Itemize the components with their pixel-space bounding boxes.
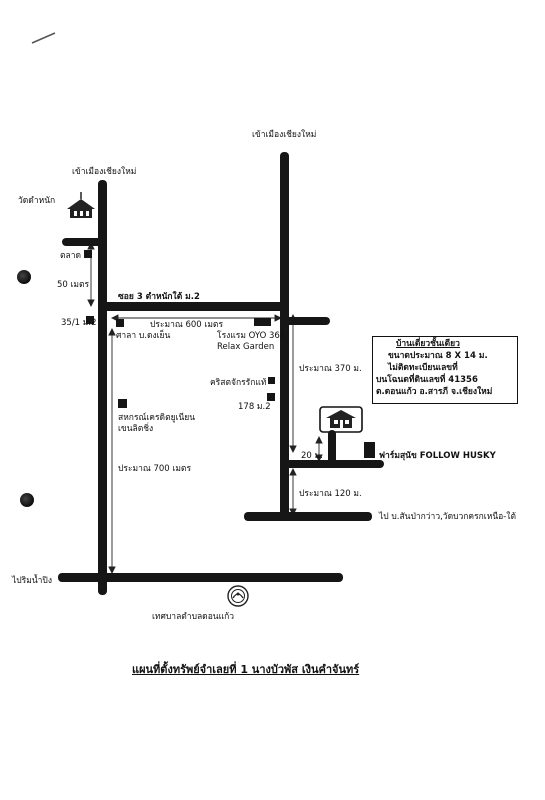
arrow-head	[87, 299, 95, 308]
arrow-head	[87, 241, 95, 250]
road-bottom-main	[58, 573, 343, 582]
distance-20m-label: 20 ม.	[301, 451, 323, 461]
map-title: แผนที่ตั้งทรัพย์จำเลยที่ 1 นางบัวพัส เงิ…	[132, 663, 360, 676]
distance-120m-label: ประมาณ 120 ม.	[299, 489, 362, 499]
distance-50m-label: 50 เมตร	[57, 280, 90, 290]
coop-label-line2: เขนลิตชิ่ง	[118, 424, 154, 434]
pavilion-marker	[116, 319, 124, 327]
temple-icon	[67, 192, 95, 218]
house-178-marker	[267, 393, 275, 401]
road-property-spur	[328, 430, 336, 464]
pen-stroke-mark	[31, 32, 56, 44]
coop-marker	[118, 399, 127, 408]
municipality-seal-icon	[227, 585, 249, 607]
coop-label-line1: สหกรณ์เครดิตยูเนียน	[118, 413, 196, 423]
to-chiangmai-left-label: เข้าเมืองเชียงใหม่	[72, 167, 137, 177]
road-market-branch	[62, 238, 102, 246]
husky-farm-marker	[364, 442, 375, 458]
market-label: ตลาด	[60, 251, 82, 261]
road-soi3	[98, 302, 289, 311]
hotel-label-line1: โรงแรม OYO 361	[217, 331, 286, 341]
house-35-1-marker	[86, 316, 94, 324]
property-info-box: บ้านเดี่ยวชั้นเดียว ขนาดประมาณ 8 X 14 ม.…	[372, 336, 518, 404]
info-house-size: ขนาดประมาณ 8 X 14 ม.	[388, 351, 488, 361]
arrow-head	[108, 327, 116, 336]
arrow-head	[315, 454, 323, 463]
arrow-head	[289, 445, 297, 454]
hotel-marker	[254, 318, 271, 326]
church-marker	[268, 377, 275, 384]
house-35-1-label: 35/1 ม.2	[61, 318, 97, 328]
arrow-head	[315, 435, 323, 444]
market-marker	[84, 250, 92, 258]
arrow-head	[108, 566, 116, 575]
temple-label: วัดดำหนัก	[18, 196, 56, 206]
pavilion-label: ศาลา บ.ดงเย็น	[116, 331, 171, 341]
church-label: คริสตจักรรักแท้	[210, 378, 267, 388]
distance-370m-label: ประมาณ 370 ม.	[299, 364, 362, 374]
soi3-road-label: ซอย 3 ตำหนักใต้ ม.2	[118, 292, 200, 302]
house-icon	[319, 406, 363, 433]
info-registration: ไม่ติดทะเบียนเลขที่	[388, 363, 458, 373]
husky-farm-label: ฟาร์มสุนัข FOLLOW HUSKY	[379, 451, 496, 461]
road-right-vertical	[280, 152, 289, 520]
to-chiangmai-right-label: เข้าเมืองเชียงใหม่	[252, 130, 317, 140]
binder-hole	[20, 493, 34, 507]
municipality-label: เทศบาลตำบลดอนแก้ว	[152, 612, 235, 622]
road-left-vertical	[98, 180, 107, 595]
arrow-head	[274, 314, 283, 322]
road-to-property	[284, 460, 384, 468]
binder-hole	[17, 270, 31, 284]
road-bottom-right	[244, 512, 372, 521]
to-sanpakwan-label: ไป บ.สันป่ากว่าว,วัดบวกครกเหนือ-ใต้	[379, 512, 516, 522]
info-title-deed: บนโฉนดที่ดินเลขที่ 41356	[376, 375, 478, 385]
info-location: ต.ดอนแก้ว อ.สารภี จ.เชียงใหม่	[376, 387, 493, 397]
info-house-type: บ้านเดี่ยวชั้นเดียว	[396, 339, 460, 349]
hotel-label-line2: Relax Garden	[217, 342, 275, 352]
distance-700m-label: ประมาณ 700 เมตร	[118, 464, 192, 474]
house-178-label: 178 ม.2	[238, 402, 271, 412]
distance-600m-label: ประมาณ 600 เมตร	[150, 320, 224, 330]
to-ping-river-label: ไปริมน้ำปิง	[12, 576, 52, 586]
road-right-branch-top	[284, 317, 330, 325]
arrow-head	[289, 467, 297, 476]
